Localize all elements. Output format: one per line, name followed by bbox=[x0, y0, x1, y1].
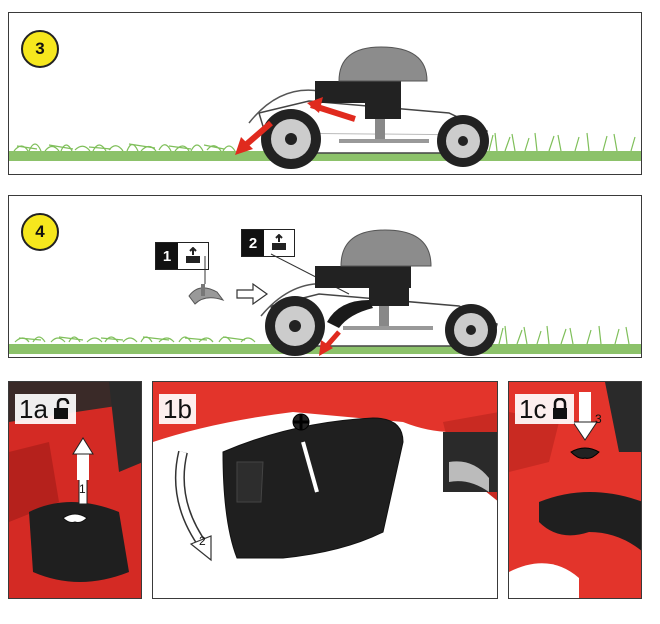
callout-number-2: 2 bbox=[242, 230, 264, 256]
step-3-panel: 3 bbox=[8, 12, 642, 175]
engine-hood bbox=[340, 229, 432, 267]
arrow-number-2: 2 bbox=[199, 534, 206, 548]
arrow-number-1: 1 bbox=[79, 482, 86, 496]
handle bbox=[248, 89, 320, 124]
mulching-plug-installed bbox=[327, 300, 373, 328]
photo-1a-label-text: 1a bbox=[19, 394, 48, 424]
mower-side-view-mulching bbox=[9, 229, 641, 356]
front-wheel bbox=[265, 296, 325, 356]
photo-1c: 3 1c bbox=[508, 381, 642, 599]
grass-clippings bbox=[14, 325, 630, 345]
engine-hood bbox=[338, 46, 428, 82]
photo-1a: 1 1a bbox=[8, 381, 142, 599]
photo-1a-label: 1a bbox=[15, 394, 76, 424]
photo-1b-label-text: 1b bbox=[163, 394, 192, 424]
insert-arrow bbox=[236, 282, 269, 306]
callout-box-1: 1 bbox=[155, 242, 209, 270]
photo-1c-label: 1c bbox=[515, 394, 575, 424]
locked-padlock-icon bbox=[553, 398, 568, 419]
ground-strip bbox=[9, 151, 641, 161]
photo-1c-label-text: 1c bbox=[519, 394, 547, 424]
blade bbox=[343, 326, 433, 330]
blade bbox=[339, 139, 429, 143]
photo-1b: 2 1b bbox=[152, 381, 498, 599]
photo-1a-image bbox=[9, 382, 141, 598]
photo-1b-label: 1b bbox=[159, 394, 196, 424]
unlocked-padlock-icon bbox=[53, 398, 70, 419]
step-4-panel: 4 1 2 bbox=[8, 195, 642, 358]
front-wheel bbox=[261, 109, 321, 169]
arrow-number-3: 3 bbox=[595, 412, 602, 426]
mulching-plug-part bbox=[188, 284, 225, 305]
photo-1b-image bbox=[153, 382, 497, 598]
callout-number-1: 1 bbox=[156, 243, 178, 269]
rear-wheel bbox=[445, 304, 497, 356]
callout-box-2: 2 bbox=[241, 229, 295, 257]
grass-clippings bbox=[13, 132, 636, 152]
deflector-flap bbox=[222, 417, 404, 559]
mower-side-view-discharge bbox=[9, 46, 641, 169]
step-3-badge: 3 bbox=[21, 30, 59, 68]
knob-icon bbox=[62, 513, 88, 523]
rear-wheel bbox=[437, 115, 489, 167]
knob-icon bbox=[570, 447, 600, 459]
mulching-plug-icon bbox=[264, 230, 294, 256]
mulching-plug-icon bbox=[178, 243, 208, 269]
step-4-badge: 4 bbox=[21, 213, 59, 251]
